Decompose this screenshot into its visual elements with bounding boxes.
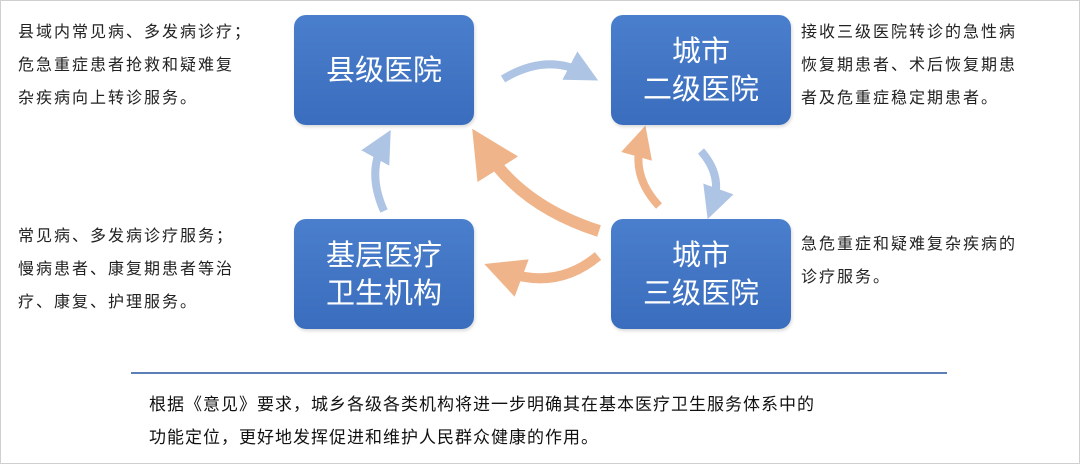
arrow-city3-to-city2 — [621, 125, 662, 209]
county-hospital-box: 县级医院 — [294, 15, 474, 125]
arrow-city3-to-primary — [484, 252, 602, 297]
box-label: 二级医院 — [642, 72, 759, 106]
city-tertiary-hospital-box: 城市 三级医院 — [611, 219, 791, 329]
desc-line: 常见病、多发病诊疗服务； — [18, 226, 235, 245]
primary-care-box: 基层医疗 卫生机构 — [294, 219, 474, 329]
box-label: 城市 — [671, 238, 730, 272]
box-label: 基层医疗 — [325, 238, 442, 272]
note-line: 根据《意见》要求，城乡各级各类机构将进一步明确其在基本医疗卫生服务体系中的 — [149, 395, 815, 415]
box-label: 三级医院 — [642, 276, 759, 310]
summary-note: 根据《意见》要求，城乡各级各类机构将进一步明确其在基本医疗卫生服务体系中的 功能… — [149, 389, 815, 455]
box-label: 城市 — [671, 34, 730, 68]
desc-line: 疗、康复、护理服务。 — [18, 292, 199, 311]
primary-description: 常见病、多发病诊疗服务； 慢病患者、康复期患者等治 疗、康复、护理服务。 — [18, 219, 234, 318]
box-label: 卫生机构 — [325, 276, 442, 310]
desc-line: 恢复期患者、术后恢复期患 — [801, 55, 1018, 74]
arrow-city3-to-county — [472, 128, 601, 237]
note-line: 功能定位，更好地发挥促进和维护人民群众健康的作用。 — [149, 428, 599, 448]
box-label: 县级医院 — [325, 53, 442, 87]
desc-line: 诊疗服务。 — [801, 267, 892, 286]
desc-line: 慢病患者、康复期患者等治 — [18, 259, 235, 278]
desc-line: 杂疾病向上转诊服务。 — [18, 88, 199, 107]
city-secondary-hospital-box: 城市 二级医院 — [611, 15, 791, 125]
county-description: 县域内常见病、多发病诊疗； 危急重症患者抢救和疑难复 杂疾病向上转诊服务。 — [18, 15, 252, 114]
desc-line: 危急重症患者抢救和疑难复 — [18, 55, 235, 74]
arrow-city2-to-city3 — [697, 148, 734, 220]
desc-line: 者及危重症稳定期患者。 — [801, 88, 1000, 107]
city3-description: 急危重症和疑难复杂疾病的 诊疗服务。 — [801, 227, 1017, 293]
arrow-primary-to-county — [361, 129, 391, 213]
desc-line: 县域内常见病、多发病诊疗； — [18, 22, 253, 41]
divider — [131, 372, 947, 374]
desc-line: 接收三级医院转诊的急性病 — [801, 22, 1018, 41]
city2-description: 接收三级医院转诊的急性病 恢复期患者、术后恢复期患 者及危重症稳定期患者。 — [801, 15, 1017, 114]
arrow-county-to-city2 — [500, 51, 599, 83]
desc-line: 急危重症和疑难复杂疾病的 — [801, 234, 1018, 253]
